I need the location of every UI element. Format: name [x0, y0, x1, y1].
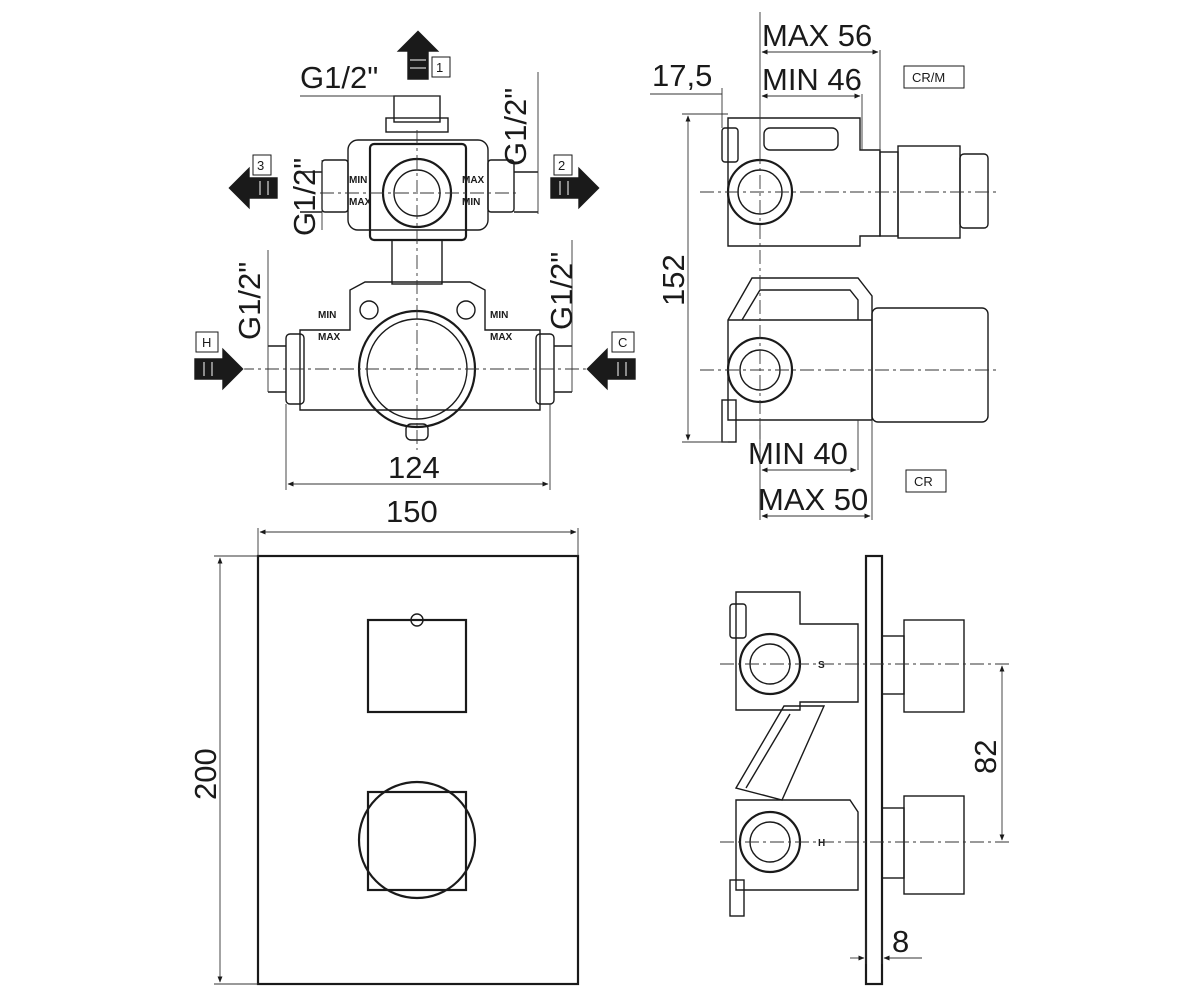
label-thread-right-upper: G1/2"	[498, 88, 533, 166]
label-thread-top: G1/2"	[300, 60, 378, 95]
arrow-right-icon	[549, 165, 601, 211]
arrow-left-icon	[585, 346, 637, 392]
arrow-right-icon	[193, 346, 245, 392]
tag-cr-m: CR/M	[912, 70, 945, 85]
mark-max-upper-left: MAX	[349, 197, 372, 208]
mark-max-lower-left: MAX	[318, 332, 341, 343]
mark-min-upper-left: MIN	[349, 175, 367, 186]
front-plate: 150 200	[188, 494, 580, 986]
mark-min-lower-right: MIN	[490, 310, 508, 321]
label-thread-right-lower: G1/2"	[544, 252, 579, 330]
top-view: MIN MAX MAX MIN MIN MAX MIN MAX G1/2" G1…	[193, 29, 637, 490]
tag-cr-box	[905, 469, 947, 493]
arrow-left-icon	[227, 165, 279, 211]
inlet-h-label: H	[202, 335, 211, 350]
mark-max-upper-right: MAX	[462, 175, 485, 186]
mark-h: H	[818, 838, 825, 849]
dim-min-40: MIN 40	[748, 436, 848, 471]
dim-height-152: 152	[656, 254, 691, 306]
label-thread-left-upper: G1/2"	[287, 158, 322, 236]
outlet-2-label: 2	[558, 158, 565, 173]
mark-s: S	[818, 660, 825, 671]
side-view: 152 17,5 MAX 56 MIN 46 CR/M MIN 40 MAX 5…	[650, 12, 1000, 520]
outlet-3-box	[252, 154, 272, 176]
mark-min-lower-left: MIN	[318, 310, 336, 321]
tag-cr-m-box	[903, 65, 965, 89]
outlet-3-label: 3	[257, 158, 264, 173]
inlet-h-box	[195, 331, 219, 353]
dim-min-46: MIN 46	[762, 62, 862, 97]
dim-plate-8: 8	[892, 924, 909, 959]
tag-cr: CR	[914, 474, 933, 489]
dim-height-200: 200	[188, 748, 223, 800]
dim-width-150: 150	[386, 494, 438, 529]
dim-spacing-82: 82	[968, 740, 1003, 774]
outlet-2-box	[553, 154, 573, 176]
dim-width-124: 124	[388, 450, 440, 485]
dim-max-50: MAX 50	[758, 482, 868, 517]
inlet-c-box	[611, 331, 635, 353]
assembled-view: S H 82 8	[720, 554, 1010, 986]
dim-max-56: MAX 56	[762, 18, 872, 53]
dim-offset-17-5: 17,5	[652, 58, 712, 93]
label-thread-left-lower: G1/2"	[232, 262, 267, 340]
outlet-1-box	[431, 56, 451, 78]
mark-min-upper-right: MIN	[462, 197, 480, 208]
mark-max-lower-right: MAX	[490, 332, 513, 343]
outlet-1-label: 1	[436, 60, 443, 75]
arrow-up-icon	[395, 29, 441, 81]
inlet-c-label: C	[618, 335, 627, 350]
